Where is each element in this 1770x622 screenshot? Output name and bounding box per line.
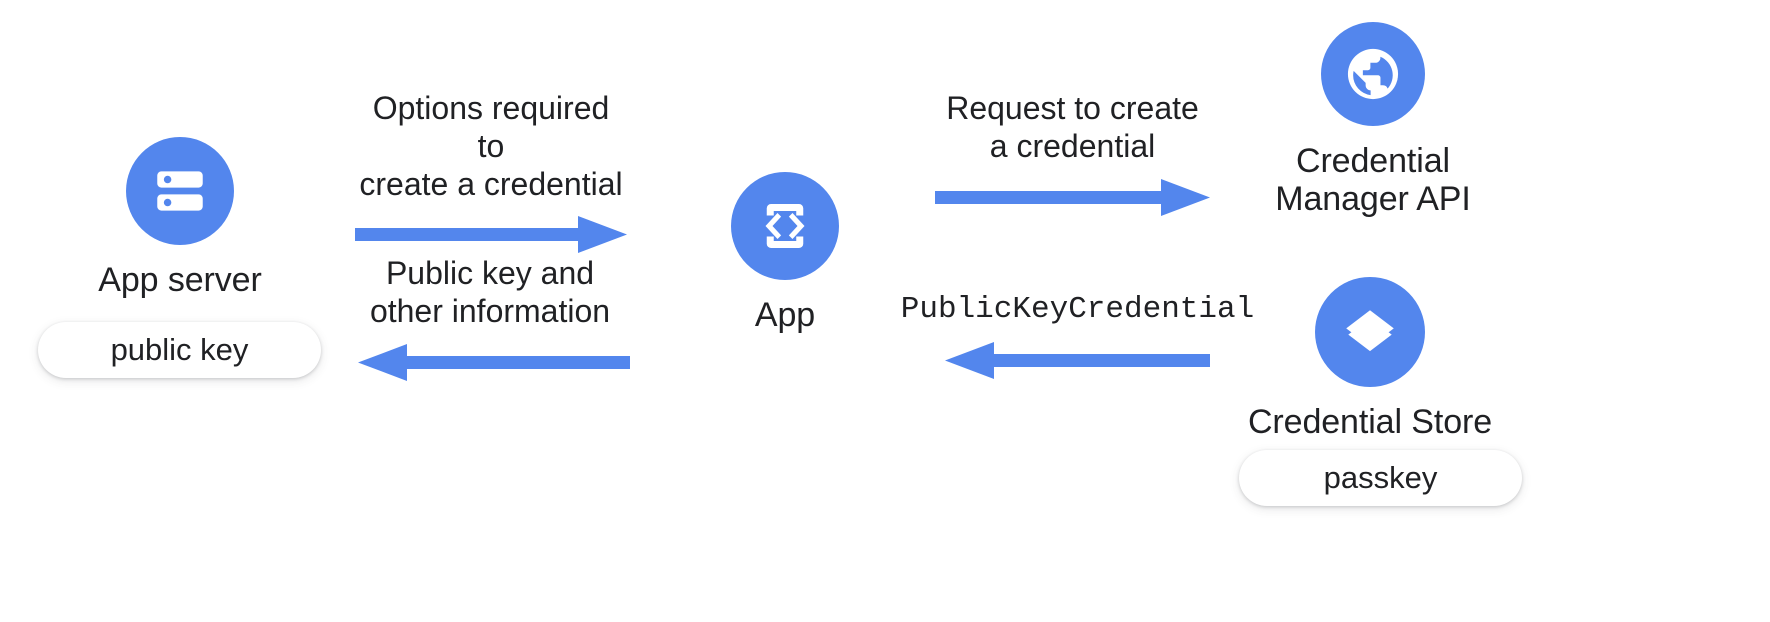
arrow-left-public-key-info — [358, 343, 630, 381]
chip-public-key-label: public key — [110, 332, 249, 367]
flow-options-required: Options required to create a credential — [355, 90, 627, 255]
arrow-right-request-create — [935, 178, 1210, 216]
flow-request-create: Request to create a credential — [935, 90, 1210, 218]
layers-icon — [1315, 277, 1425, 387]
chip-passkey: passkey — [1239, 450, 1522, 506]
arrow-left-public-key-credential — [945, 341, 1210, 379]
flow-options-required-caption: Options required to create a credential — [359, 90, 623, 202]
flow-public-key-info-caption: Public key and other information — [369, 255, 611, 329]
flow-request-create-caption: Request to create a credential — [946, 90, 1199, 164]
node-credential-store: Credential Store — [1240, 277, 1500, 441]
node-app-label: App — [754, 296, 816, 334]
chip-passkey-label: passkey — [1323, 460, 1438, 495]
flow-public-key-info: Public key and other information — [350, 255, 630, 383]
node-credential-manager-api-label: Credential Manager API — [1275, 142, 1471, 219]
server-icon — [126, 137, 234, 245]
flow-public-key-credential-caption: PublicKeyCredential — [900, 292, 1255, 327]
arrow-right-options — [355, 216, 627, 254]
node-credential-manager-api: Credential Manager API — [1228, 22, 1518, 218]
app-code-phone-icon — [731, 172, 839, 280]
node-app-server-label: App server — [98, 261, 262, 299]
globe-public-icon — [1321, 22, 1425, 126]
node-credential-store-label: Credential Store — [1247, 403, 1493, 441]
node-app: App — [690, 172, 880, 334]
node-app-server: App server — [30, 137, 330, 299]
chip-public-key: public key — [38, 322, 321, 378]
flow-public-key-credential: PublicKeyCredential — [901, 292, 1254, 381]
